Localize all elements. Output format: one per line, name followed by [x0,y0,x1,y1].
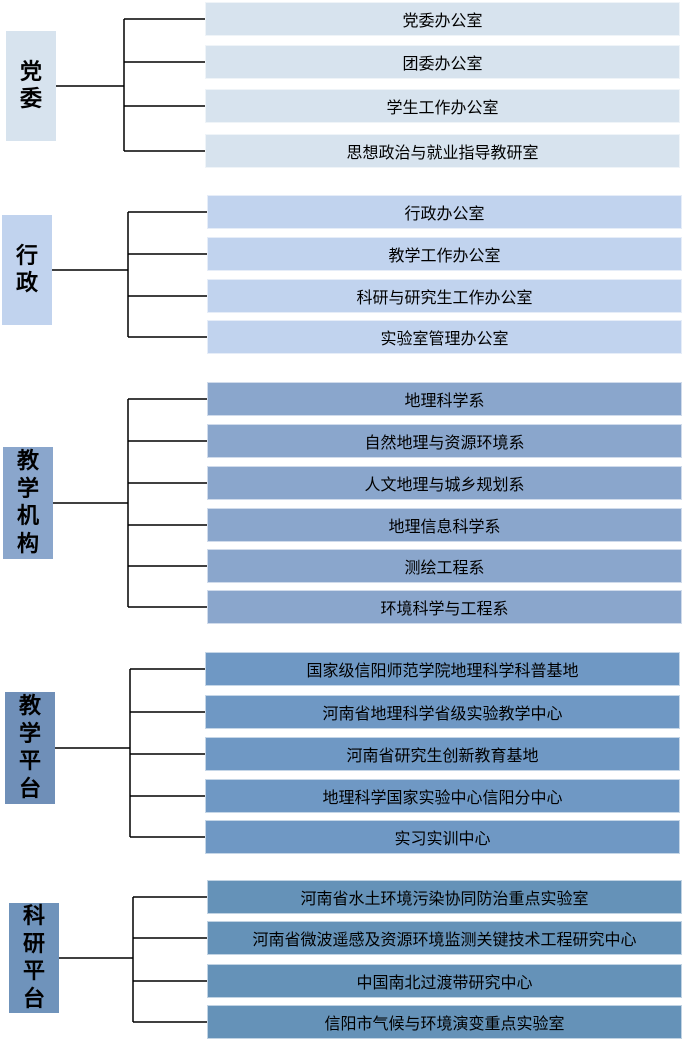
category-box: 教学平台 [5,692,55,804]
unit-box: 河南省地理科学省级实验教学中心 [205,695,680,729]
category-box: 党委 [6,31,56,141]
unit-box: 行政办公室 [207,195,682,229]
unit-box: 中国南北过渡带研究中心 [207,964,682,998]
category-label: 科研平台 [22,904,45,1012]
unit-box: 人文地理与城乡规划系 [207,466,682,500]
category-box: 教学机构 [3,447,53,559]
category-label: 行政 [15,243,38,297]
unit-box: 学生工作办公室 [205,89,680,123]
unit-box: 地理科学国家实验中心信阳分中心 [205,779,680,813]
category-box: 科研平台 [9,903,59,1013]
unit-box: 地理信息科学系 [207,508,682,542]
category-label: 教学平台 [18,694,41,802]
unit-box: 自然地理与资源环境系 [207,424,682,458]
unit-box: 河南省水土环境污染协同防治重点实验室 [207,880,682,914]
unit-box: 团委办公室 [205,45,680,79]
unit-box: 河南省研究生创新教育基地 [205,737,680,771]
category-box: 行政 [2,215,52,325]
category-label: 教学机构 [16,449,39,557]
unit-box: 测绘工程系 [207,549,682,583]
unit-box: 科研与研究生工作办公室 [207,279,682,313]
unit-box: 环境科学与工程系 [207,590,682,624]
unit-box: 河南省微波遥感及资源环境监测关键技术工程研究中心 [207,921,682,955]
unit-box: 地理科学系 [207,382,682,416]
unit-box: 实习实训中心 [205,820,680,854]
unit-box: 思想政治与就业指导教研室 [205,134,680,168]
unit-box: 实验室管理办公室 [207,320,682,354]
unit-box: 教学工作办公室 [207,237,682,271]
unit-box: 党委办公室 [205,2,680,36]
category-label: 党委 [19,59,42,113]
unit-box: 国家级信阳师范学院地理科学科普基地 [205,652,680,686]
unit-box: 信阳市气候与环境演变重点实验室 [207,1005,682,1039]
